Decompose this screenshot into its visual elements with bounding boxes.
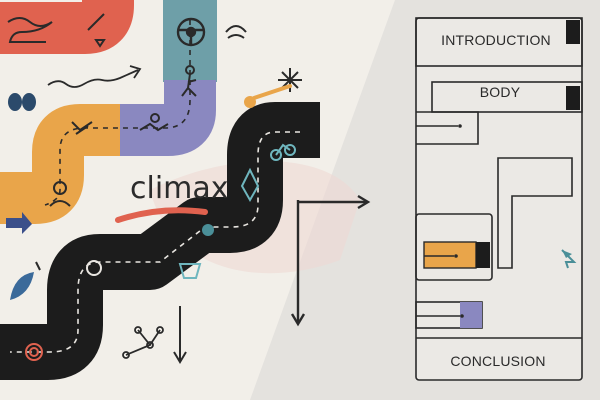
purple-marker — [460, 302, 482, 328]
red-underline-stroke — [115, 207, 208, 223]
knot-icon — [86, 260, 102, 276]
runner-icon — [181, 65, 197, 97]
body-label: BODY — [480, 84, 521, 100]
road-segment-black — [0, 102, 320, 380]
squiggle-icon — [7, 17, 53, 43]
handwritten-climax: climax — [130, 171, 229, 206]
comet-icon — [244, 84, 292, 108]
road-dashes-lower — [10, 131, 300, 353]
arrow-block-icon — [6, 212, 32, 234]
road-dashes-upper — [44, 20, 191, 206]
wavy-arrow-head — [129, 65, 142, 79]
teal-dot — [202, 224, 214, 236]
thinker-icon — [49, 181, 71, 207]
road-segment-orange — [0, 104, 120, 224]
wavy-arrow — [47, 69, 139, 88]
body-bracket — [416, 111, 479, 145]
hand-lotus-icon — [225, 25, 247, 39]
connector-arrows — [290, 194, 371, 327]
intro-tab — [566, 20, 580, 44]
body-pointer-dot — [458, 124, 462, 128]
reading-figure-icon — [139, 113, 169, 132]
body-sub-box — [497, 157, 573, 269]
detail-card-orange — [423, 241, 477, 269]
body-box — [431, 81, 583, 113]
spiral-icon — [25, 343, 43, 361]
outline-frame — [415, 17, 583, 381]
intro-box — [415, 17, 583, 67]
purple-dot — [460, 314, 464, 318]
intro-label: INTRODUCTION — [441, 32, 551, 48]
knot-symbol-icon — [8, 93, 36, 111]
sparkle-icon — [278, 68, 302, 92]
dancing-figures-icon — [71, 121, 93, 135]
down-arrow-small — [173, 306, 187, 364]
network-graph-icon — [122, 326, 164, 359]
detail-card — [415, 213, 493, 281]
road-segment-purple — [118, 80, 216, 156]
leaf-icon — [10, 261, 41, 300]
cursor-fill — [562, 250, 572, 258]
road-segment-red — [0, 0, 134, 54]
steering-wheel-icon — [176, 17, 206, 47]
bicycle-icon — [270, 143, 296, 161]
conclusion-label: CONCLUSION — [450, 353, 545, 369]
body-tab — [566, 86, 580, 110]
detail-card-dot — [454, 254, 458, 258]
rocket-icon — [240, 167, 260, 203]
trophy-icon — [178, 263, 202, 279]
outline-document: INTRODUCTION BODY CONCLUSION — [415, 17, 583, 381]
hammer-icon — [87, 13, 106, 48]
detail-card-black — [476, 242, 490, 268]
